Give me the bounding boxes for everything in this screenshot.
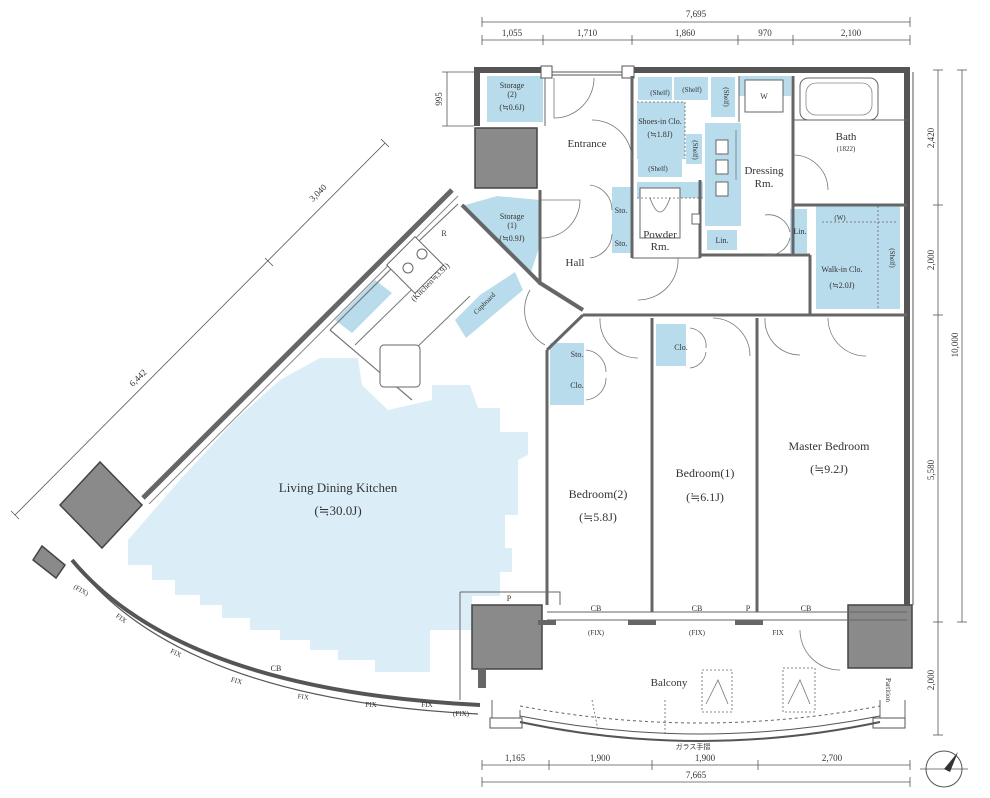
walls: [141, 65, 914, 729]
dim-bottom-seg-3: 1,900: [695, 753, 716, 763]
sto-label-1: Sto.: [615, 206, 628, 215]
balcony-label: Balcony: [651, 677, 688, 689]
ldk-label: Living Dining Kitchen: [279, 480, 398, 495]
sto-label-3: Sto.: [571, 350, 584, 359]
fix-mark-2: (FIX): [689, 629, 706, 637]
dim-right-total: 10,000: [950, 332, 960, 357]
walkin-label: Walk-in Clo.: [821, 265, 862, 274]
bath-label: Bath: [836, 131, 857, 143]
ldk-floor-area: [128, 358, 528, 672]
compass-icon: [920, 750, 968, 788]
dim-bottom-seg-4: 2,700: [822, 753, 843, 763]
walkin-w: (W): [834, 214, 846, 222]
dim-top-seg-2: 1,710: [577, 28, 598, 38]
master-area: (≒9.2J): [810, 462, 848, 476]
fix-mark-11: (FIX): [453, 710, 470, 718]
shelf-label-3: (Shelf): [722, 87, 730, 107]
shelf-label-4: (Shelf): [691, 140, 699, 160]
dressing-label-1: Dressing: [744, 165, 784, 177]
storage2-area: (≒0.6J): [499, 103, 524, 112]
dim-left-small: 995: [434, 92, 444, 106]
dressing-label-2: Rm.: [755, 178, 774, 190]
cb-mark-3: CB: [801, 604, 812, 613]
dim-diag-upper: 3,040: [307, 182, 329, 204]
dim-top-seg-5: 2,100: [841, 28, 862, 38]
p-mark-1: P: [507, 594, 512, 603]
fix-mark-9: FIX: [365, 701, 376, 709]
bath-sub: (1822): [837, 145, 856, 153]
partition-label: Partition: [884, 678, 892, 703]
room-labels: Storage (2) (≒0.6J) Entrance (Shelf) (Sh…: [279, 81, 896, 751]
fixtures: [379, 77, 898, 735]
dim-top-seg-3: 1,860: [675, 28, 696, 38]
storage2-label: Storage: [500, 81, 525, 90]
dim-right-seg-2: 2,000: [926, 249, 936, 270]
cb-mark-4: CB: [271, 664, 282, 673]
shelf-label-2: (Shelf): [682, 86, 702, 94]
powder-label-2: Rm.: [651, 241, 670, 253]
storage1-area: (≒0.9J): [499, 234, 524, 243]
sto-label-2: Sto.: [615, 239, 628, 248]
cb-mark-1: CB: [591, 604, 602, 613]
fix-mark-3: FIX: [772, 629, 783, 637]
curved-window: [70, 558, 881, 742]
hall-label: Hall: [566, 257, 585, 269]
walkin-shelf: (Shelf): [888, 248, 896, 268]
storage-fills: [335, 76, 900, 405]
walkin-area: (≒2.0J): [829, 281, 854, 290]
fix-mark-8: FIX: [297, 692, 309, 701]
dim-bottom-seg-2: 1,900: [590, 753, 611, 763]
shelf-label-5: (Shelf): [648, 165, 668, 173]
dim-right-seg-3: 5,580: [926, 459, 936, 480]
bedroom1-area: (≒6.1J): [686, 490, 724, 504]
fix-mark-6: FIX: [169, 647, 183, 659]
entrance-label: Entrance: [567, 138, 606, 150]
cb-mark-2: CB: [692, 604, 703, 613]
bottom-dimensions: [481, 760, 911, 787]
fix-mark-7: FIX: [230, 676, 243, 687]
lin-label-1: Lin.: [715, 236, 728, 245]
diagonal-dimension: [10, 138, 390, 520]
bedroom2-area: (≒5.8J): [579, 510, 617, 524]
dim-top-total: 7,695: [686, 9, 707, 19]
fix-mark-10: FIX: [421, 701, 432, 709]
right-dimensions: [933, 69, 967, 736]
structural-columns: [31, 127, 913, 670]
dim-right-seg-1: 2,420: [926, 127, 936, 148]
w-label: W: [760, 92, 768, 101]
door-swings: [524, 77, 867, 671]
top-dimensions: [481, 17, 911, 45]
fix-mark-1: (FIX): [588, 629, 605, 637]
dim-right-seg-4: 2,000: [926, 669, 936, 690]
dim-diag-lower: 6,442: [127, 367, 148, 388]
glass-rail-label: ガラス手摺: [676, 742, 711, 751]
dim-top-seg-1: 1,055: [502, 28, 523, 38]
ldk-area: (≒30.0J): [314, 503, 361, 518]
fridge-label: R: [441, 229, 447, 238]
dim-top-seg-4: 970: [758, 28, 772, 38]
master-label: Master Bedroom: [789, 439, 871, 453]
clo-label-2: Clo.: [674, 343, 688, 352]
shoes-area: (≒1.8J): [647, 130, 672, 139]
p-mark-2: P: [746, 604, 751, 613]
dim-bottom-total: 7,665: [686, 770, 707, 780]
left-small-dimension: [442, 71, 474, 127]
lin-label-2: Lin.: [793, 227, 806, 236]
shoes-label: Shoes-in Clo.: [638, 117, 682, 126]
storage1-sub: (1): [507, 221, 517, 230]
bedroom1-label: Bedroom(1): [676, 466, 735, 480]
storage1-label: Storage: [500, 212, 525, 221]
shelf-label-1: (Shelf): [650, 89, 670, 97]
fix-mark-4: (FIX): [72, 583, 90, 598]
clo-label-1: Clo.: [570, 381, 584, 390]
bedroom2-label: Bedroom(2): [569, 487, 628, 501]
powder-label-1: Powder: [643, 229, 677, 241]
storage2-sub: (2): [507, 90, 517, 99]
dim-bottom-seg-1: 1,165: [505, 753, 526, 763]
